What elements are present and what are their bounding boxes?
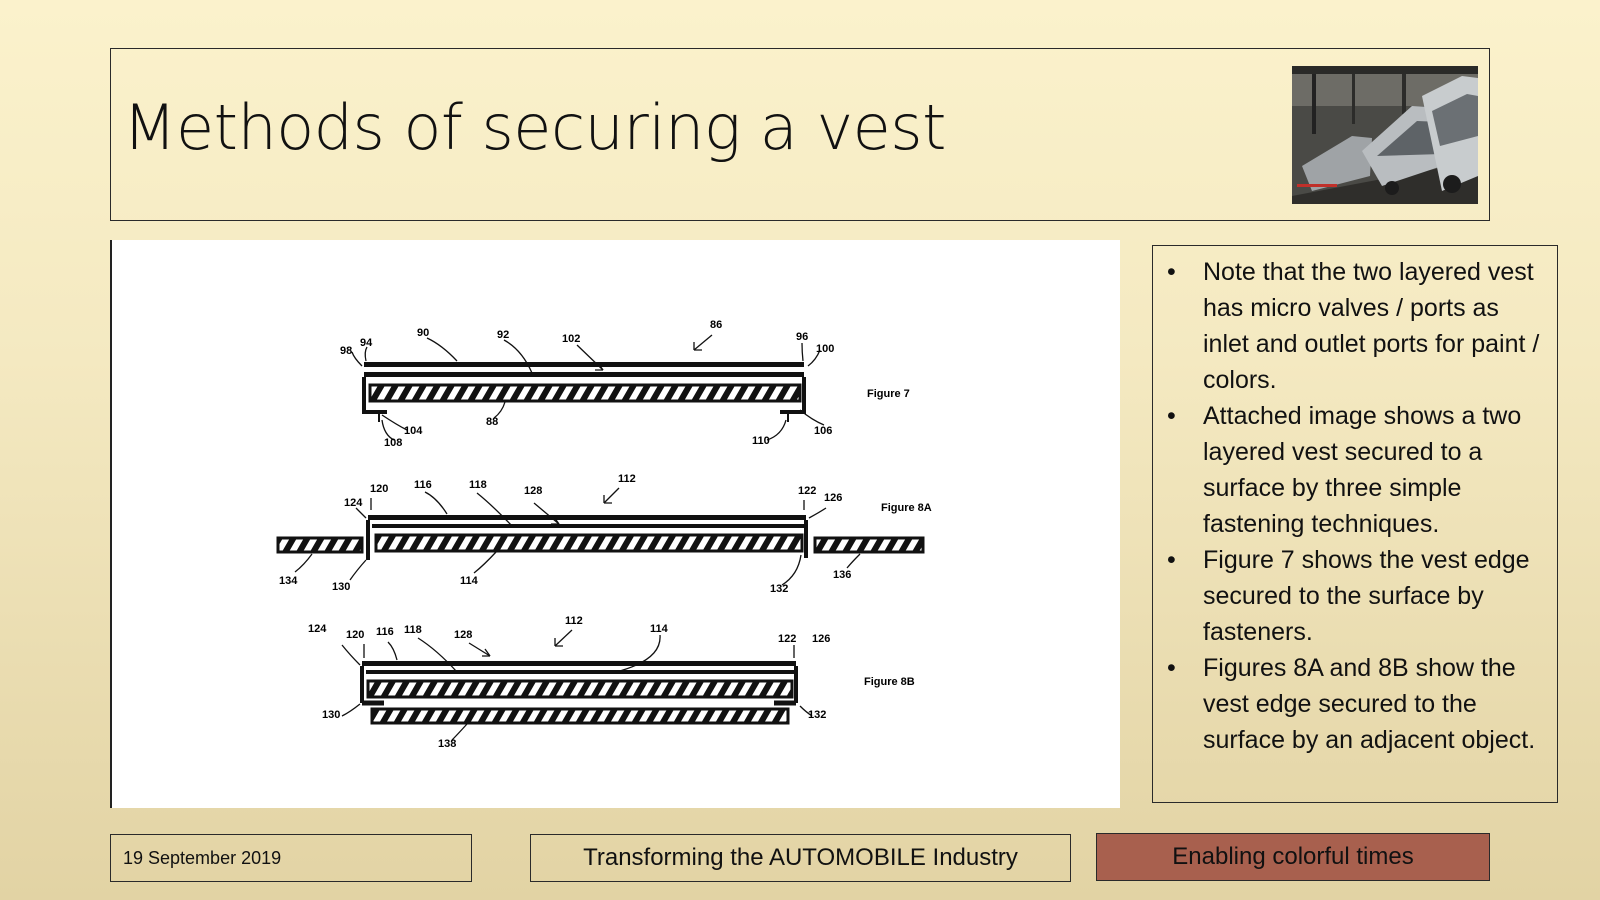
bullet-text: Figure 7 shows the vest edge secured to … (1203, 546, 1530, 646)
fig8a-label-124: 124 (344, 497, 363, 509)
bullet-text: Note that the two layered vest has micro… (1203, 258, 1540, 394)
bullet-item: • Attached image shows a two layered vest… (1163, 398, 1547, 542)
fig7-label-86: 86 (710, 319, 722, 331)
fig8b-label-114: 114 (650, 623, 669, 635)
bullet-dot: • (1167, 546, 1176, 574)
bullet-dot: • (1167, 258, 1176, 286)
fig7-label-104: 104 (404, 425, 423, 437)
fig7-label-98: 98 (340, 345, 352, 357)
fig8a-caption: Figure 8A (881, 502, 932, 514)
fig8b-label-118: 118 (404, 624, 422, 636)
notes-box: • Note that the two layered vest has micr… (1152, 245, 1558, 803)
bullet-text: Figures 8A and 8B show the vest edge sec… (1203, 654, 1536, 754)
bullet-dot: • (1167, 402, 1176, 430)
footer-date: 19 September 2019 (110, 834, 472, 882)
fig8b-label-130: 130 (322, 709, 340, 721)
fig8a-label-134: 134 (279, 575, 298, 587)
fig8b-label-138: 138 (438, 738, 456, 750)
car-assembly-line-photo (1292, 66, 1478, 204)
figure-8a: 116 118 128 112 120 122 124 126 130 132 … (276, 473, 932, 595)
bullet-text: Attached image shows a two layered vest … (1203, 402, 1522, 538)
fig8a-label-126: 126 (824, 492, 842, 504)
fig8a-label-112: 112 (618, 473, 636, 485)
fig7-label-94: 94 (360, 337, 373, 349)
fig8a-label-132: 132 (770, 583, 788, 595)
fig8a-label-114: 114 (460, 575, 479, 587)
fig8b-label-126: 126 (812, 633, 830, 645)
slide-title: Methods of securing a vest (123, 91, 946, 164)
footer-tagline: Transforming the AUTOMOBILE Industry (530, 834, 1071, 882)
fig8b-label-132: 132 (808, 709, 826, 721)
figure-8b: 124 120 116 118 128 112 114 122 126 130 … (308, 615, 915, 750)
fig7-caption: Figure 7 (867, 388, 910, 400)
bullet-item: • Figure 7 shows the vest edge secured to… (1163, 542, 1547, 650)
fig7-label-102: 102 (562, 333, 580, 345)
fig8a-label-128: 128 (524, 485, 542, 497)
fig8b-label-124: 124 (308, 623, 327, 635)
fig8a-label-122: 122 (798, 485, 816, 497)
fig7-label-90: 90 (417, 327, 429, 339)
fig8b-label-116: 116 (376, 626, 394, 638)
bullet-dot: • (1167, 654, 1176, 682)
fig7-label-100: 100 (816, 343, 834, 355)
fig7-label-106: 106 (814, 425, 832, 437)
bullet-list: • Note that the two layered vest has micr… (1163, 254, 1547, 758)
fig8a-label-116: 116 (414, 479, 432, 491)
fig8a-label-130: 130 (332, 581, 350, 593)
title-box: Methods of securing a vest (110, 48, 1490, 221)
bullet-item: • Note that the two layered vest has micr… (1163, 254, 1547, 398)
fig8a-label-136: 136 (833, 569, 851, 581)
fig8b-label-120: 120 (346, 629, 364, 641)
patent-figure-panel: 90 92 102 86 94 96 98 100 104 106 108 11… (110, 240, 1120, 808)
fig8a-label-118: 118 (469, 479, 487, 491)
bullet-item: • Figures 8A and 8B show the vest edge se… (1163, 650, 1547, 758)
footer-badge: Enabling colorful times (1096, 833, 1490, 881)
fig7-label-96: 96 (796, 331, 808, 343)
fig7-label-110: 110 (752, 435, 770, 447)
fig8b-caption: Figure 8B (864, 676, 915, 688)
fig8a-label-120: 120 (370, 483, 388, 495)
fig8b-label-122: 122 (778, 633, 796, 645)
fig7-label-108: 108 (384, 437, 402, 449)
fig7-label-92: 92 (497, 329, 509, 341)
fig7-label-88: 88 (486, 416, 498, 428)
fig8b-label-112: 112 (565, 615, 583, 627)
figure-7: 90 92 102 86 94 96 98 100 104 106 108 11… (340, 319, 910, 449)
fig8b-label-128: 128 (454, 629, 472, 641)
